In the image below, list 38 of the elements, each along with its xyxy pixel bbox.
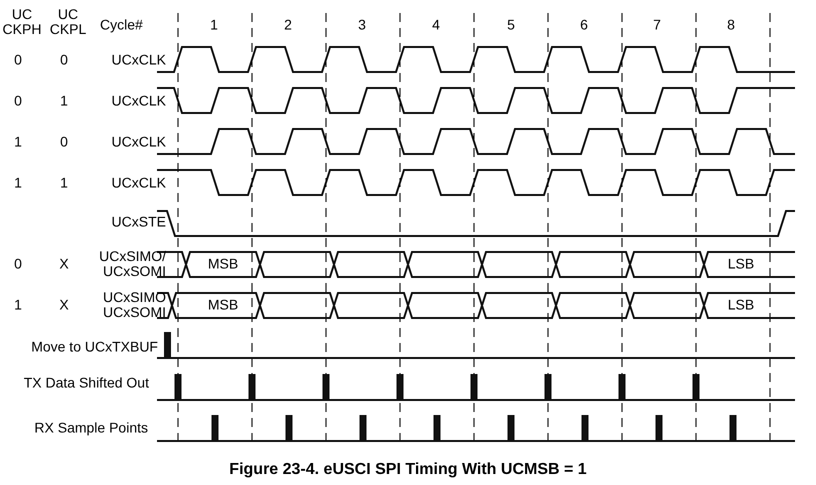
signal-name: UCxCLK	[112, 92, 166, 110]
signal-name: UCxSTE	[112, 212, 166, 232]
cycle-number: 7	[653, 16, 661, 34]
setting-value: 0	[14, 254, 22, 274]
bit-label: MSB	[208, 254, 238, 274]
cycle-number: 5	[507, 16, 515, 34]
signal-name: UCxSIMO UCxSOMI	[102, 290, 166, 320]
cycle-number: 2	[284, 16, 292, 34]
figure-caption: Figure 23-4. eUSCI SPI Timing With UCMSB = 1	[229, 460, 587, 480]
column-header: UC CKPL	[48, 7, 88, 37]
setting-value: X	[59, 296, 69, 314]
setting-value: X	[59, 254, 69, 274]
setting-value: 0	[60, 132, 68, 152]
bit-label: LSB	[728, 254, 754, 274]
cycle-number: 4	[432, 16, 440, 34]
signal-name: UCxCLK	[112, 132, 166, 152]
setting-value: 1	[60, 92, 68, 110]
signal-name: UCxCLK	[112, 50, 166, 70]
bit-label: MSB	[208, 296, 238, 314]
setting-value: 1	[14, 174, 22, 192]
setting-value: 0	[60, 50, 68, 70]
cycle-number: 1	[210, 16, 218, 34]
signal-name: UCxCLK	[112, 174, 166, 192]
cycle-number: 6	[580, 16, 588, 34]
setting-value: 1	[14, 296, 22, 314]
signal-name: RX Sample Points	[34, 418, 148, 438]
column-header: UC CKPH	[2, 7, 42, 37]
setting-value: 0	[14, 92, 22, 110]
row-header: Cycle#	[100, 16, 143, 34]
cycle-number: 8	[727, 16, 735, 34]
bit-label: LSB	[728, 296, 754, 314]
setting-value: 1	[60, 174, 68, 192]
signal-name: UCxSIMO/ UCxSOMI	[98, 249, 166, 279]
setting-value: 0	[14, 50, 22, 70]
signal-name: Move to UCxTXBUF	[31, 338, 158, 356]
signal-name: TX Data Shifted Out	[24, 374, 149, 392]
cycle-number: 3	[358, 16, 366, 34]
setting-value: 1	[14, 132, 22, 152]
